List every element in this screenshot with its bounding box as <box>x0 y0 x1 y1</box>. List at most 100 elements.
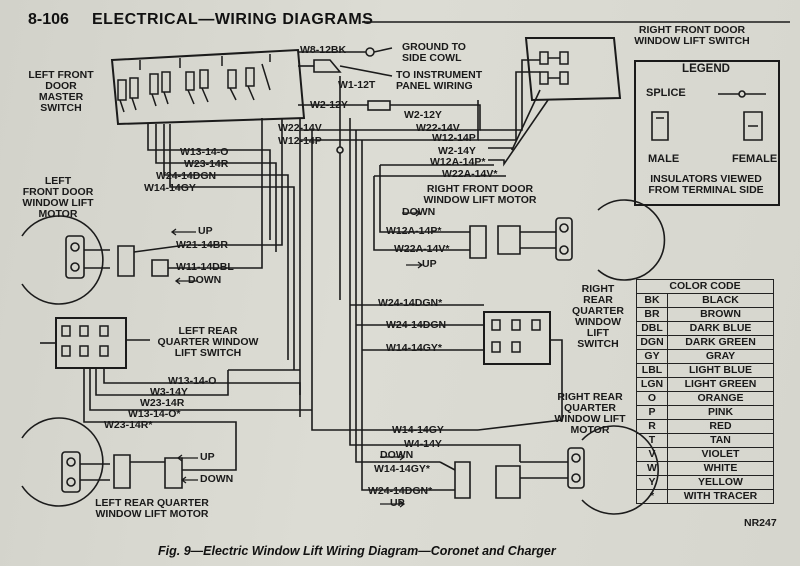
color-code-abbrev: LGN <box>636 377 668 392</box>
color-code-name: WITH TRACER <box>667 489 774 504</box>
wire-label-w4-bottom: W4-14Y <box>404 438 442 450</box>
female-insulator-icon <box>743 111 763 141</box>
wire-w22a <box>373 176 470 251</box>
trunk-350 <box>349 118 478 446</box>
figure-caption: Fig. 9—Electric Window Lift Wiring Diagr… <box>158 544 556 558</box>
wire-label-w2-14y: W2-14Y <box>438 145 476 157</box>
wire-label-w24-motor: W24-14DGN* <box>368 485 433 497</box>
wire-label-w3-lr: W3-14Y <box>150 386 188 398</box>
color-code-abbrev: GY <box>636 349 668 364</box>
master-switch-internals <box>117 54 271 113</box>
wire-label-w8: W8-12BK <box>300 44 347 56</box>
wire-to-rf-switch <box>478 59 540 141</box>
color-code-name: LIGHT GREEN <box>667 377 774 392</box>
wire-label-w12a-motor: W12A-14P* <box>386 225 442 237</box>
lf-down-label: DOWN <box>188 274 222 286</box>
wire-w12a <box>379 165 470 233</box>
legend-title: LEGEND <box>682 63 730 75</box>
ground-connector-icon <box>365 47 393 57</box>
wire-label-w14-rr: W14-14GY* <box>386 342 443 354</box>
trunk-356 <box>355 130 440 463</box>
color-code-name: TAN <box>667 433 774 448</box>
lf-motor-connector <box>117 245 135 277</box>
color-code-name: BLACK <box>667 293 774 308</box>
color-code-abbrev: LBL <box>636 363 668 378</box>
color-code-name: WHITE <box>667 461 774 476</box>
lf-up-label: UP <box>198 225 213 237</box>
wire-label-w22a: W22A-14V* <box>442 168 498 180</box>
color-code-abbrev: BR <box>636 307 668 322</box>
rr-down-label: DOWN <box>380 449 414 461</box>
wire-label-w14-bottom: W14-14GY <box>392 424 444 436</box>
rf-up-label: UP <box>422 258 437 270</box>
color-code-name: PINK <box>667 405 774 420</box>
rr-switch-outline <box>483 311 551 365</box>
color-code-name: ORANGE <box>667 391 774 406</box>
color-code-name: DARK BLUE <box>667 321 774 336</box>
color-code-abbrev: DGN <box>636 335 668 350</box>
rr-switch-wires <box>350 304 484 351</box>
figure-code: NR247 <box>744 517 777 529</box>
trunk-312 <box>311 130 478 431</box>
color-code-abbrev: W <box>636 461 668 476</box>
wire-label-w22-right: W22-14V <box>416 122 460 134</box>
wire-label-w24-rr2: W24-14DGN <box>386 319 447 331</box>
wire-w11 <box>200 118 263 269</box>
wire-label-w23-master: W23-14R <box>184 158 229 170</box>
color-code-name: VIOLET <box>667 447 774 462</box>
wire-label-w13-master: W13-14-O <box>180 146 229 158</box>
rr-up-label: UP <box>390 497 405 509</box>
color-code-abbrev: BK <box>636 293 668 308</box>
connector-w2 <box>367 100 391 111</box>
connector-w1 <box>313 59 342 73</box>
lr-down-label: DOWN <box>200 473 234 485</box>
wire-w13 <box>147 124 271 240</box>
legend-male: MALE <box>648 153 680 165</box>
color-code-name: LIGHT BLUE <box>667 363 774 378</box>
wire-label-w2-right: W2-12Y <box>404 109 442 121</box>
master-switch-outline <box>110 48 306 126</box>
page-title: ELECTRICAL—WIRING DIAGRAMS <box>92 11 374 28</box>
wire-label-w11: W11-14DBL <box>176 261 234 273</box>
wire-w21 <box>186 118 283 246</box>
wire-w12-loop <box>299 100 479 141</box>
lr-motor-body <box>21 417 104 507</box>
color-code-abbrev: V <box>636 447 668 462</box>
legend-splice: SPLICE <box>646 87 686 99</box>
color-code-abbrev: T <box>636 433 668 448</box>
color-code-row: *WITH TRACER <box>636 489 774 504</box>
lf-motor-body <box>21 215 104 305</box>
lr-up-label: UP <box>200 451 215 463</box>
trunk-362 <box>361 140 448 491</box>
color-code-name: DARK GREEN <box>667 335 774 350</box>
page-number: 8-106 <box>28 11 69 28</box>
wire-label-w22a-motor: W22A-14V* <box>394 243 450 255</box>
wire-w22-loop <box>300 104 481 131</box>
wire-label-w24-rr1: W24-14DGN* <box>378 297 443 309</box>
legend-female: FEMALE <box>732 153 778 165</box>
wire-w1 <box>339 65 393 77</box>
direction-arrows <box>170 209 424 508</box>
color-code-abbrev: * <box>636 489 668 504</box>
